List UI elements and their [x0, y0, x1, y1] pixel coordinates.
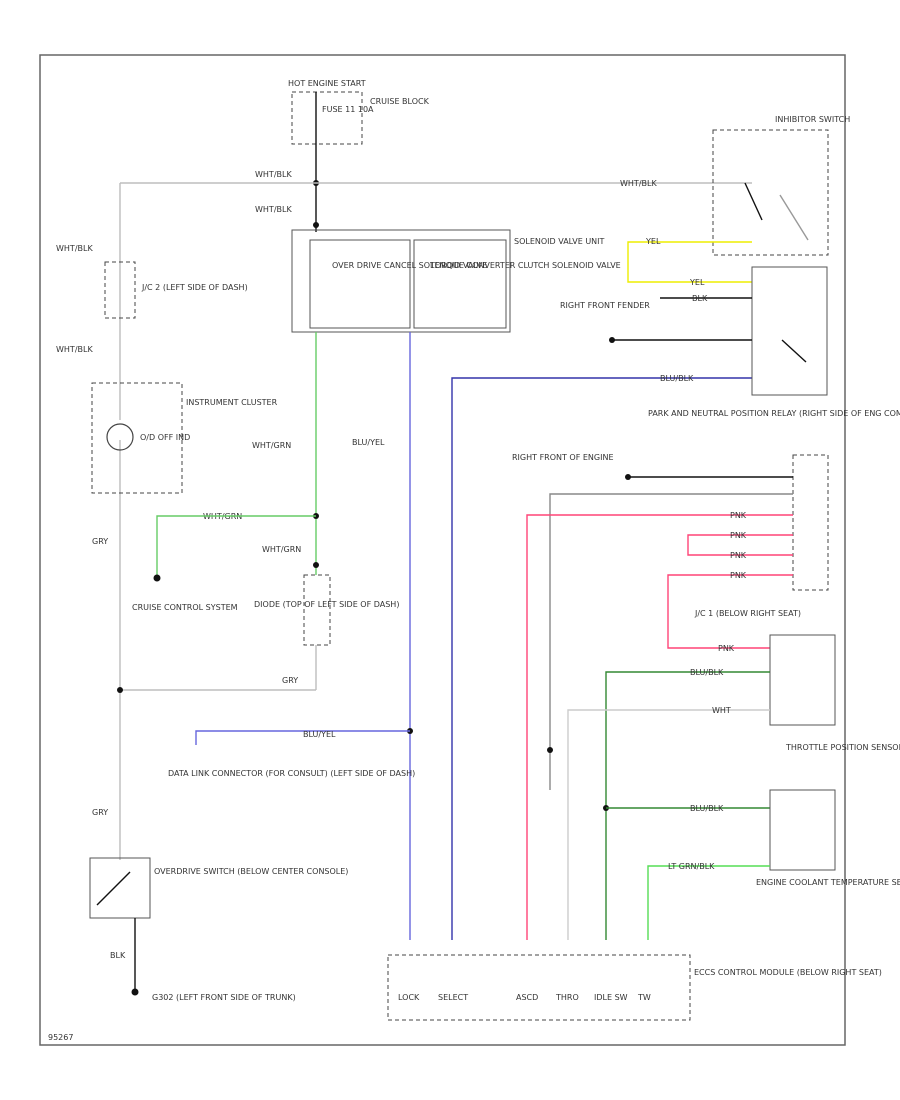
fuse-label: FUSE 11 10A [322, 105, 374, 114]
fuse-block [291, 91, 363, 145]
wire-blk-ground: BLK [110, 951, 126, 960]
diagram-footnote: 95267 [48, 1033, 73, 1042]
tps-label: THROTTLE POSITION SENSOR (ON THROTTLE) [785, 743, 900, 752]
wire-wht-blk-top: WHT/BLK [255, 170, 292, 179]
right-front-engine-label: RIGHT FRONT OF ENGINE [512, 453, 614, 462]
wire-wht-grn-3: WHT/GRN [262, 545, 301, 554]
wire-wht-blk-left2: WHT/BLK [56, 345, 93, 354]
cluster-label: INSTRUMENT CLUSTER [186, 398, 278, 407]
ecm-pin-2: SELECT [438, 993, 468, 1002]
fuse-block-label: CRUISE BLOCK [370, 97, 430, 106]
ecm-box [387, 954, 691, 1021]
solenoid-unit-label: SOLENOID VALVE UNIT [514, 237, 605, 246]
cruise-control-label: CRUISE CONTROL SYSTEM [132, 603, 238, 612]
od-switch-label: OVERDRIVE SWITCH (BELOW CENTER CONSOLE) [154, 867, 348, 876]
inhibitor-label: INHIBITOR SWITCH [775, 115, 850, 124]
wire-gry-left1: GRY [92, 537, 108, 546]
jc2-label: J/C 2 (LEFT SIDE OF DASH) [141, 283, 248, 292]
wire-grn-1: BLU/BLK [690, 668, 724, 677]
wire-gry-right: GRY [282, 676, 298, 685]
solenoid-unit-box [291, 229, 511, 333]
tps-box [769, 789, 836, 871]
wire-wht: WHT [712, 706, 731, 715]
wire-pnk-4: PNK [730, 571, 747, 580]
ecm-pin-4: THRO [555, 993, 579, 1002]
wire-wht-blk-mid: WHT/BLK [255, 205, 292, 214]
ecm-pin-6: TW [637, 993, 651, 1002]
wire-grn-2: BLU/BLK [690, 804, 724, 813]
wire-wht-blk-left1: WHT/BLK [56, 244, 93, 253]
jc1-box [769, 634, 836, 726]
wire-pnk-2: PNK [730, 531, 747, 540]
inhibitor-switch-box [712, 129, 829, 256]
wire-blu-yel-horiz: BLU/YEL [303, 730, 336, 739]
wire-yel-2: YEL [689, 278, 705, 287]
overdrive-solenoid-label: OVER DRIVE CANCEL SOLENOID VALVE [332, 261, 487, 270]
ect-label: ENGINE COOLANT TEMPERATURE SENSOR (LEFT … [756, 878, 900, 887]
ecm-label: ECCS CONTROL MODULE (BELOW RIGHT SEAT) [694, 968, 882, 977]
park-relay-upper-box [751, 266, 828, 396]
g302-label: G302 (LEFT FRONT SIDE OF TRUNK) [152, 993, 296, 1002]
wire-lt-grn: LT GRN/BLK [668, 862, 715, 871]
wire-blu-yel-vert: BLU/YEL [352, 438, 385, 447]
dlc-label: DATA LINK CONNECTOR (FOR CONSULT) (LEFT … [168, 769, 415, 778]
wire-blk-relay: BLK [692, 294, 708, 303]
od-switch-box [89, 857, 151, 919]
wire-gry-left2: GRY [92, 808, 108, 817]
wire-blu-blk-horiz: BLU/BLK [660, 374, 694, 383]
od-off-lamp [106, 423, 134, 451]
ecm-pin-5: IDLE SW [594, 993, 628, 1002]
tcc-solenoid [413, 239, 507, 329]
ecm-pin-1: LOCK [398, 993, 420, 1002]
jc2-box [104, 261, 136, 319]
ecm-pin-3: ASCD [516, 993, 538, 1002]
diode-label: DIODE (TOP OF LEFT SIDE OF DASH) [254, 600, 399, 609]
wire-pnk-3: PNK [730, 551, 747, 560]
wire-wht-grn-1: WHT/GRN [252, 441, 291, 450]
hot-engine-label: HOT ENGINE START [288, 79, 366, 88]
overdrive-solenoid [309, 239, 411, 329]
wire-pnk-1: PNK [730, 511, 747, 520]
wire-yel-1: YEL [645, 237, 661, 246]
park-relay-pins-box [792, 454, 829, 591]
right-fender-label: RIGHT FRONT FENDER [560, 301, 650, 310]
tcc-solenoid-label: TORQUE CONVERTER CLUTCH SOLENOID VALVE [429, 261, 621, 270]
wire-pnk-5: PNK [718, 644, 735, 653]
instrument-cluster-box [91, 382, 183, 494]
diagram-border [39, 54, 846, 1046]
diode-box [303, 574, 331, 646]
park-neutral-label: PARK AND NEUTRAL POSITION RELAY (RIGHT S… [648, 409, 900, 418]
jc1-label: J/C 1 (BELOW RIGHT SEAT) [694, 609, 801, 618]
od-off-label: O/D OFF IND [140, 433, 190, 442]
wire-wht-blk-top-right: WHT/BLK [620, 179, 657, 188]
